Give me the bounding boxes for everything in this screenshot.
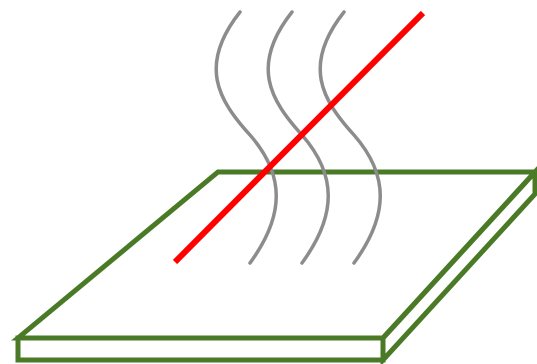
plate-front-face <box>15 335 386 363</box>
plate-side-face <box>380 166 537 364</box>
heat-wave-3 <box>318 10 382 265</box>
plate <box>11 166 537 364</box>
heat-wave-1 <box>214 10 278 265</box>
slash-line <box>172 10 426 265</box>
